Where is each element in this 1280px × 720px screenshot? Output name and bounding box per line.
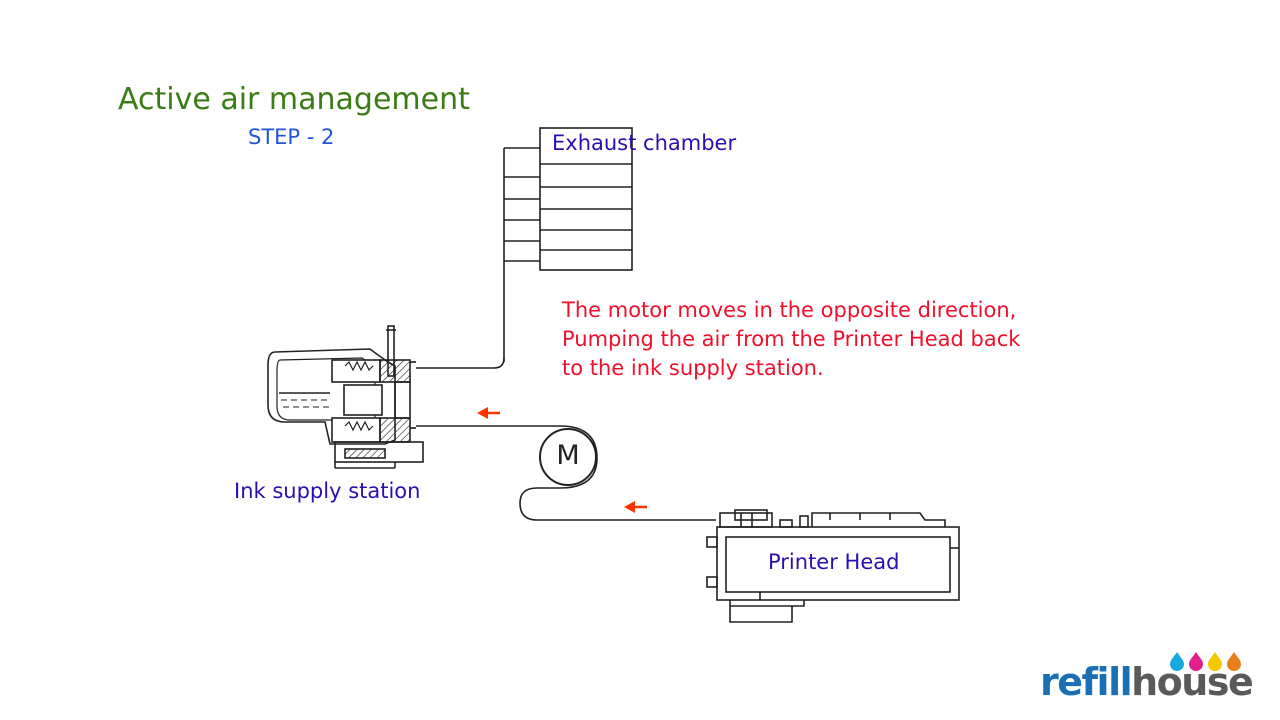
logo-wordmark: refillhouse <box>1040 660 1254 704</box>
ink-supply-station-label: Ink supply station <box>234 479 421 503</box>
motor <box>539 428 597 486</box>
step-label: STEP - 2 <box>248 125 335 149</box>
exhaust-chamber <box>503 127 633 362</box>
ink-supply-station-drawing <box>267 325 424 469</box>
flow-arrow-lower <box>624 501 647 513</box>
description-line-3: to the ink supply station. <box>562 356 824 380</box>
description-line-2: Pumping the air from the Printer Head ba… <box>562 327 1021 351</box>
motor-label: M <box>556 440 580 471</box>
pump-tube <box>416 425 716 521</box>
logo-text-refill: refill <box>1040 660 1133 704</box>
ink-drops-icon <box>1170 652 1241 671</box>
flow-arrow-upper <box>477 407 500 419</box>
logo-drop-3 <box>1208 652 1222 671</box>
printer-head-label: Printer Head <box>768 550 900 574</box>
logo-drop-4 <box>1227 652 1241 671</box>
description-text: The motor moves in the opposite directio… <box>562 296 1020 383</box>
exhaust-tube <box>416 357 505 369</box>
logo-drop-1 <box>1170 652 1184 671</box>
exhaust-chamber-label: Exhaust chamber <box>552 131 737 155</box>
logo-text-house: house <box>1131 660 1254 704</box>
description-line-1: The motor moves in the opposite directio… <box>562 298 1017 322</box>
printer-head-drawing <box>706 509 960 623</box>
refillhouse-logo: refillhouse <box>1040 650 1255 710</box>
slide-title: Active air management <box>118 82 470 117</box>
logo-drop-2 <box>1189 652 1203 671</box>
